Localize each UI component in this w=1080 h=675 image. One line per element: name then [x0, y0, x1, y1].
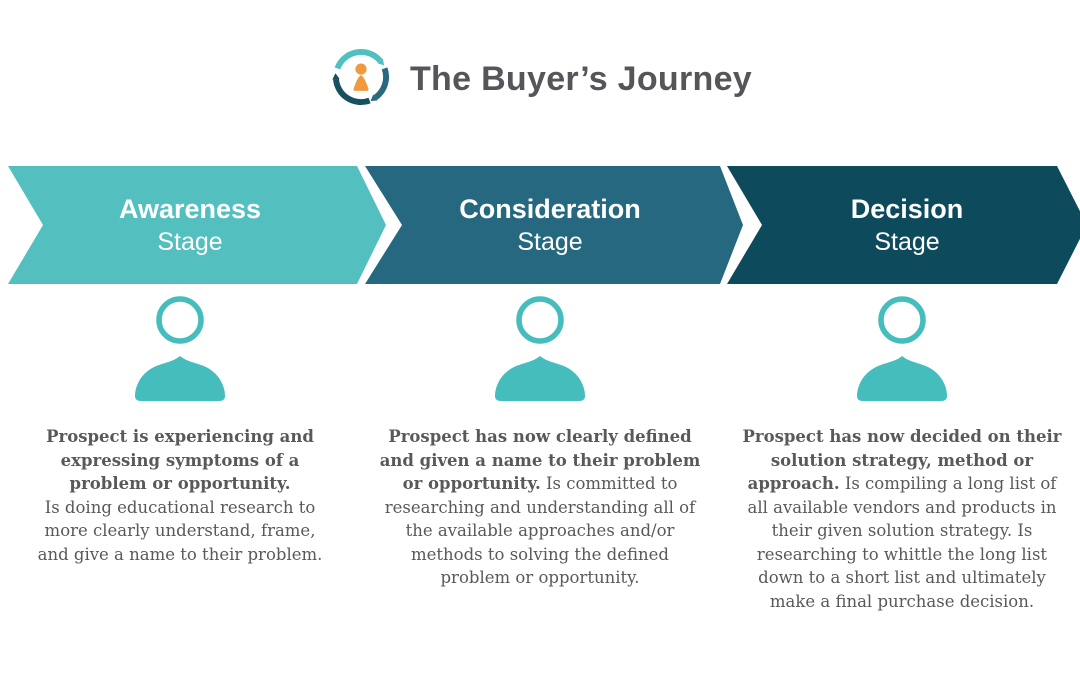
- stage-sub-label: Stage: [157, 228, 223, 256]
- stage-name: Decision: [850, 194, 964, 224]
- stage-name: Consideration: [459, 194, 641, 224]
- cycle-arrowhead-right: [370, 94, 378, 101]
- description-bold-text: Prospect has now decided on their soluti…: [742, 427, 1062, 493]
- cycle-arrowhead-top: [377, 58, 385, 66]
- stage-arrow-awareness: [8, 166, 386, 284]
- cycle-arrow-left: [333, 78, 371, 106]
- person-icon: [495, 296, 585, 401]
- cycle-arrowhead-left: [332, 73, 340, 80]
- stage-description: Prospect is experiencing and expressing …: [0, 425, 360, 566]
- stage-arrow-consideration: [365, 166, 743, 284]
- page-title: The Buyer’s Journey: [409, 59, 753, 98]
- header: The Buyer’s Journey: [0, 44, 1080, 110]
- description-regular-text: Is doing educational research to more cl…: [37, 497, 323, 564]
- stage-name: Awareness: [118, 194, 262, 224]
- person-icon: [135, 296, 225, 401]
- buyer-body: [353, 75, 369, 91]
- stage-column-decision: Prospect has now decided on their soluti…: [722, 294, 1080, 613]
- stage-sub-label: Stage: [874, 228, 940, 256]
- stage-label-awareness: Awareness Stage: [10, 166, 370, 284]
- buyer-head: [355, 63, 367, 75]
- stage-column-consideration: Prospect has now clearly defined and giv…: [360, 294, 720, 590]
- description-regular-text: Is committed to researching and understa…: [384, 474, 696, 587]
- description-bold-text: Prospect has now clearly defined and giv…: [379, 427, 701, 493]
- stage-sub-label: Stage: [517, 228, 583, 256]
- cycle-arrow-right: [373, 67, 390, 100]
- stage-column-awareness: Prospect is experiencing and expressing …: [0, 294, 360, 566]
- stage-description: Prospect has now clearly defined and giv…: [360, 425, 720, 590]
- stage-arrow-decision: [727, 166, 1080, 284]
- stage-description: Prospect has now decided on their soluti…: [722, 425, 1080, 613]
- cycle-arrow-top: [334, 49, 383, 70]
- buyers-journey-cycle-icon: [332, 49, 390, 106]
- person-icon: [857, 296, 947, 401]
- description-regular-text: Is compiling a long list of all availabl…: [747, 474, 1057, 611]
- description-bold-text: Prospect is experiencing and expressing …: [46, 427, 314, 493]
- stage-label-consideration: Consideration Stage: [370, 166, 730, 284]
- stage-label-decision: Decision Stage: [727, 166, 1080, 284]
